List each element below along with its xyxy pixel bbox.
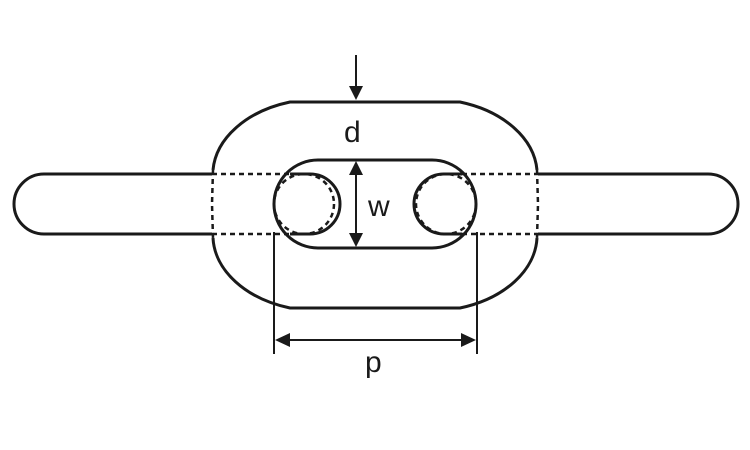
p-label: p — [365, 346, 382, 379]
left-link-hidden-end — [212, 172, 290, 236]
d-label: d — [344, 116, 361, 149]
left-link-inner-end — [290, 172, 342, 236]
center-link-outer-hidden — [210, 169, 540, 239]
d-arrowhead — [349, 86, 363, 100]
right-link-hidden-end — [462, 172, 538, 236]
p-arrowhead-left — [275, 333, 290, 347]
center-link-outer — [211, 100, 539, 310]
left-wrap-hidden-circle — [272, 172, 336, 236]
center-link-inner — [272, 158, 478, 250]
w-label: w — [367, 190, 390, 223]
w-arrowhead-top — [349, 161, 363, 175]
right-link-outline — [538, 172, 740, 236]
right-link-inner-end — [412, 172, 462, 236]
p-arrowhead-right — [461, 333, 476, 347]
left-link-outline — [12, 172, 212, 236]
right-wrap-hidden-circle — [414, 172, 478, 236]
w-arrowhead-bottom — [349, 233, 363, 247]
